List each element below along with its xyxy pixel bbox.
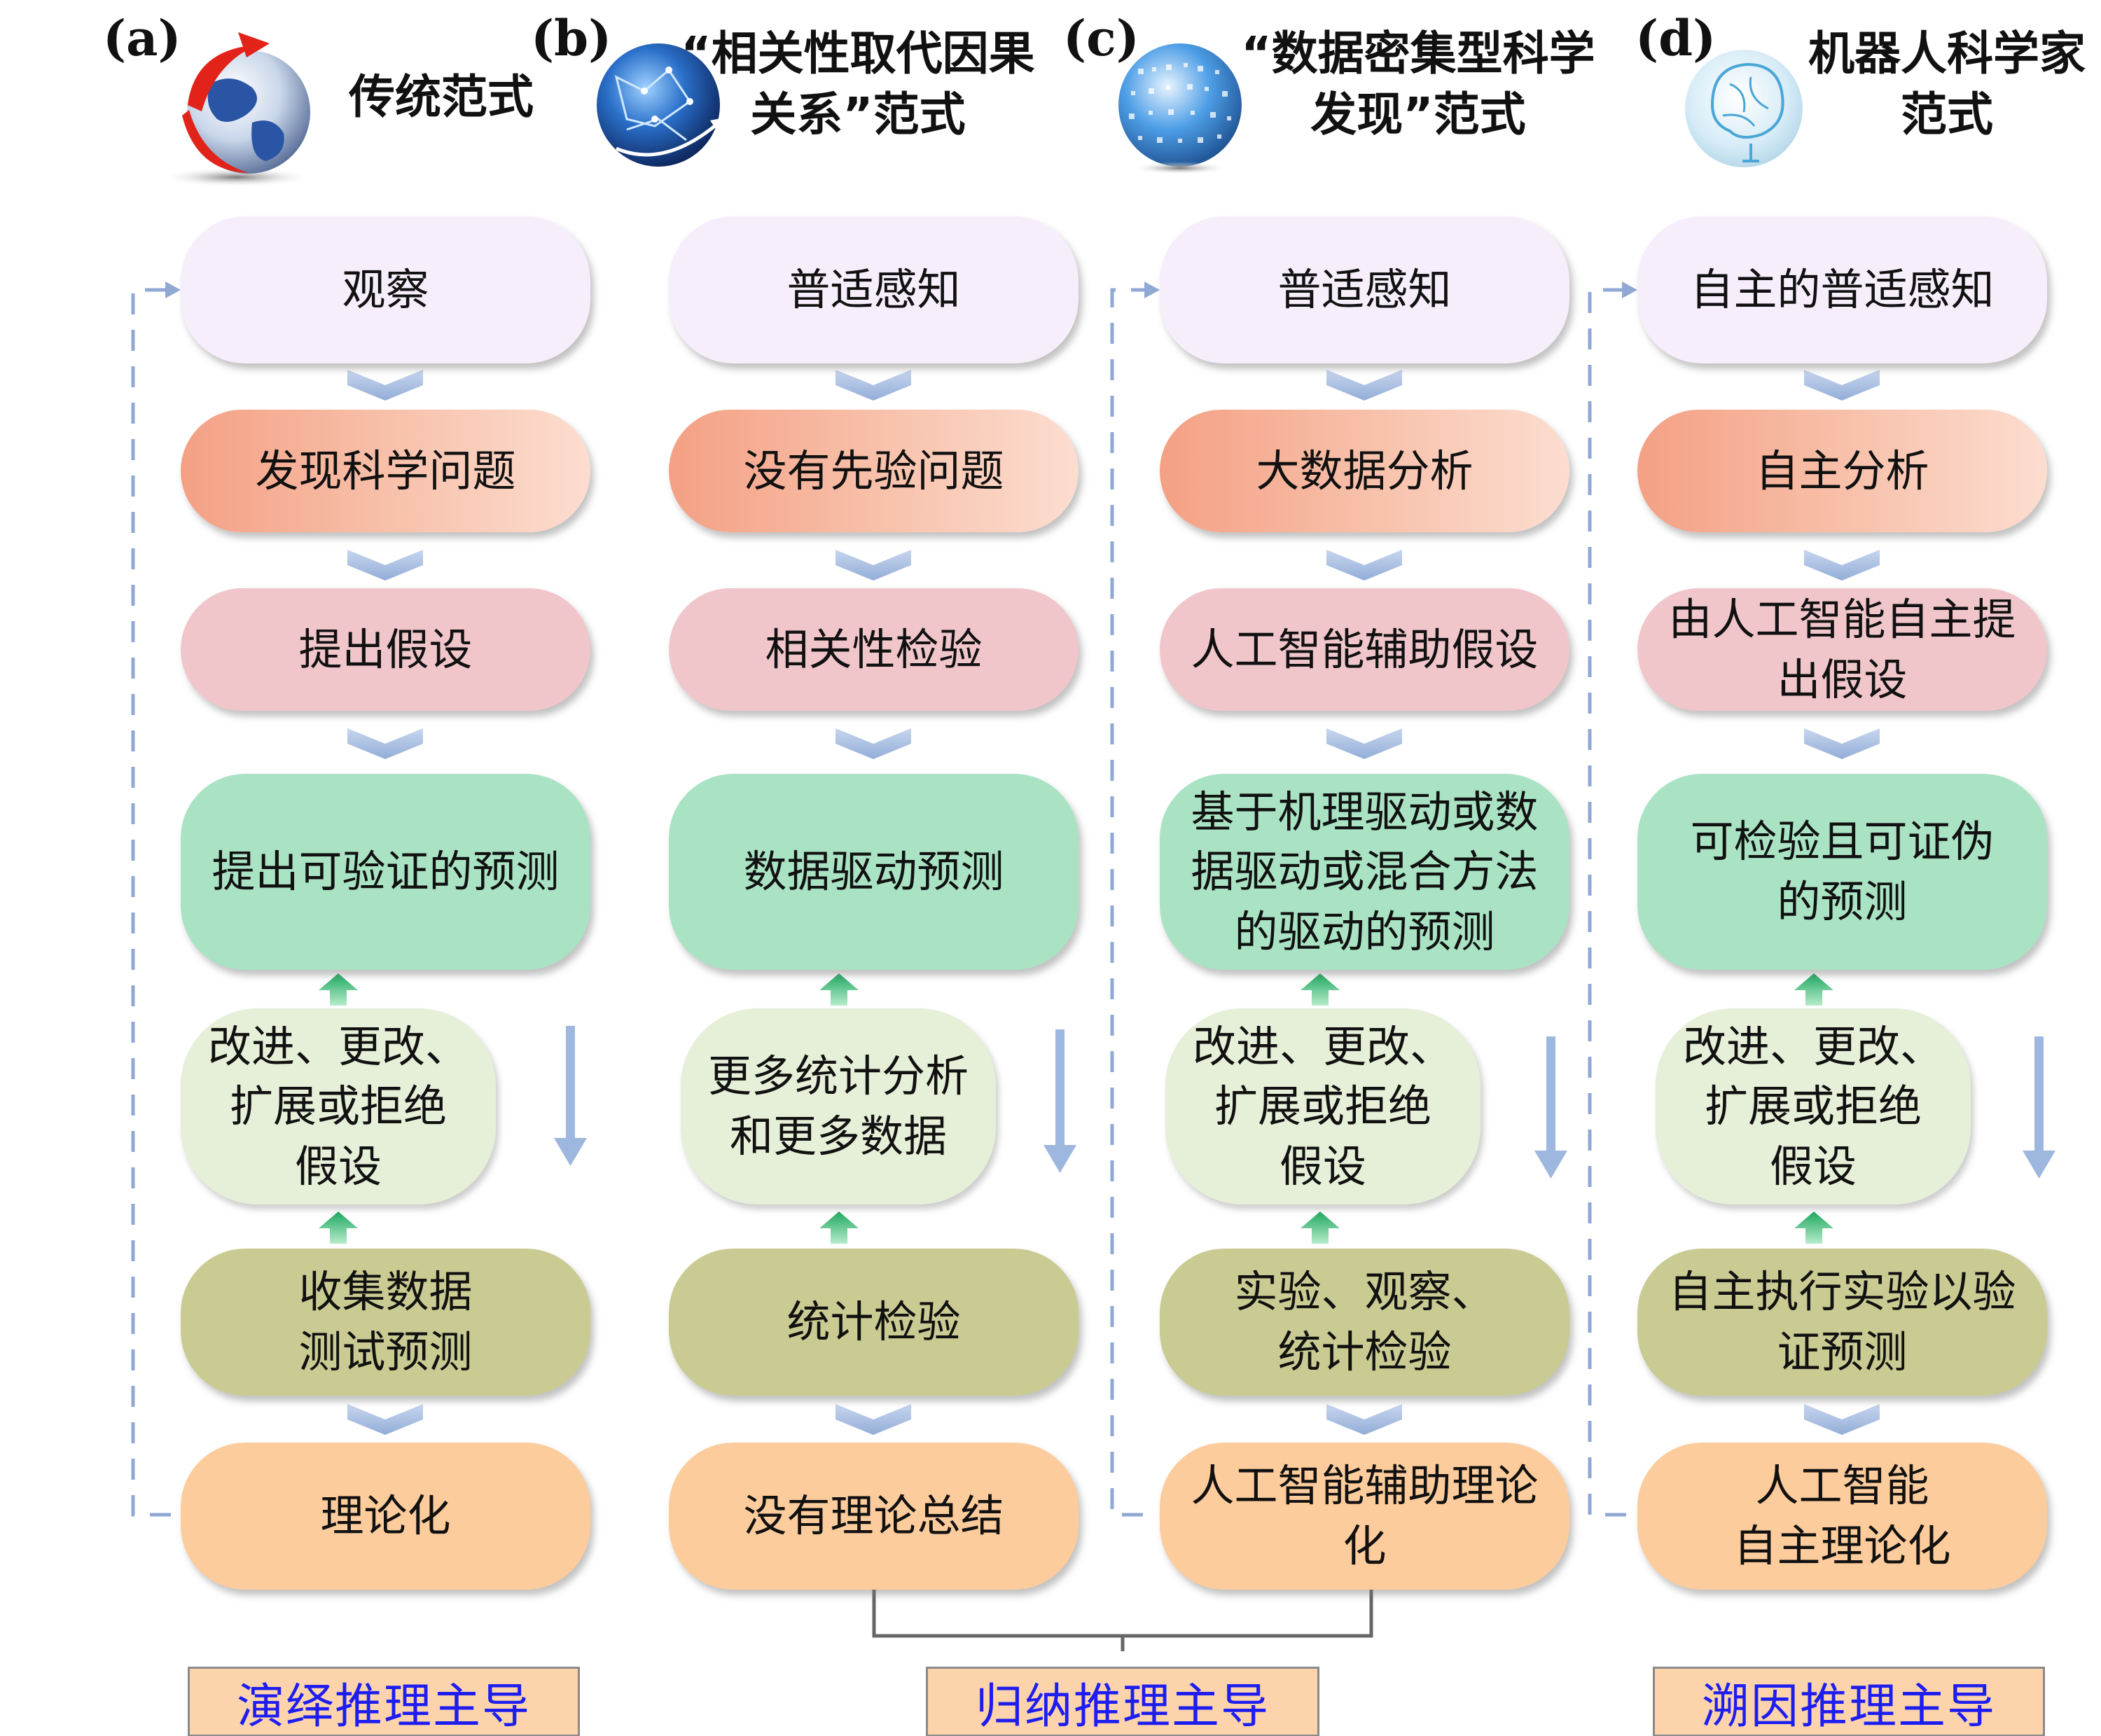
node-hypothesis-a: 提出假设	[181, 588, 590, 711]
node-revise-d: 改进、更改、 扩展或拒绝 假设	[1656, 1008, 1971, 1204]
node-observe-c: 普适感知	[1160, 216, 1569, 363]
node-observe-a: 观察	[181, 216, 590, 363]
node-theory-d: 人工智能 自主理论化	[1637, 1443, 2047, 1590]
up-arrow-d-1	[1794, 973, 1833, 1006]
chevron-c-4	[1326, 1404, 1402, 1435]
node-problem-d: 自主分析	[1637, 410, 2047, 532]
globe-icon-c	[1118, 43, 1242, 174]
node-theory-b: 没有理论总结	[669, 1443, 1079, 1590]
node-theory-a: 理论化	[181, 1443, 590, 1590]
reasoning-label-abductive: 溯因推理主导	[1653, 1667, 2045, 1736]
paradigm-title-b: “相关性取代因果 关系”范式	[681, 27, 1035, 142]
chevron-d-2	[1804, 550, 1880, 581]
node-problem-a: 发现科学问题	[181, 410, 590, 532]
feedback-loop-d	[1588, 288, 1626, 1517]
chevron-a-2	[347, 550, 423, 581]
chevron-a-3	[347, 728, 423, 759]
up-arrow-d-2	[1794, 1211, 1833, 1244]
node-revise-c: 改进、更改、 扩展或拒绝 假设	[1165, 1008, 1481, 1204]
chevron-a-4	[347, 1404, 423, 1435]
globe-icon-a	[161, 32, 312, 187]
up-arrow-a-1	[319, 973, 358, 1006]
inductive-bracket	[872, 1590, 1373, 1651]
node-problem-b: 没有先验问题	[669, 410, 1079, 532]
up-arrow-b-2	[819, 1211, 859, 1244]
feedback-loop-c	[1110, 288, 1149, 1517]
node-test-c: 实验、观察、 统计检验	[1160, 1249, 1569, 1396]
up-arrows	[319, 973, 1833, 1244]
node-test-d: 自主执行实验以验 证预测	[1637, 1249, 2047, 1396]
feedback-loops	[131, 288, 1626, 1517]
chevron-b-2	[835, 550, 911, 581]
globe-icon-b	[597, 43, 724, 167]
reasoning-label-deductive: 演绎推理主导	[188, 1667, 580, 1736]
node-revise-a: 改进、更改、 扩展或拒绝 假设	[181, 1008, 496, 1204]
down-arrows	[554, 1026, 2055, 1179]
paradigm-letter-a: (a)	[103, 9, 181, 67]
up-arrow-c-1	[1301, 973, 1340, 1006]
chevron-d-1	[1804, 370, 1880, 401]
chevron-c-3	[1326, 728, 1402, 759]
node-hypothesis-c: 人工智能辅助假设	[1160, 588, 1569, 711]
chevron-c-2	[1326, 550, 1402, 581]
flow-chevrons	[347, 370, 1880, 1435]
up-arrow-a-2	[319, 1211, 358, 1244]
feedback-loop-a	[131, 288, 171, 1517]
node-hypothesis-b: 相关性检验	[669, 588, 1079, 711]
node-prediction-d: 可检验且可证伪 的预测	[1637, 774, 2047, 970]
reasoning-label-inductive: 归纳推理主导	[926, 1667, 1319, 1736]
node-observe-d: 自主的普适感知	[1637, 216, 2047, 363]
paradigm-letter-c: (c)	[1063, 9, 1139, 67]
node-hypothesis-d: 由人工智能自主提 出假设	[1637, 588, 2047, 711]
paradigm-title-a: 传统范式	[349, 70, 534, 124]
chevron-b-4	[835, 1404, 911, 1435]
node-prediction-c: 基于机理驱动或数 据驱动或混合方法 的驱动的预测	[1160, 774, 1569, 970]
paradigm-letter-b: (b)	[531, 9, 612, 67]
node-revise-b: 更多统计分析 和更多数据	[681, 1008, 996, 1204]
chevron-c-1	[1326, 370, 1402, 401]
node-observe-b: 普适感知	[669, 216, 1079, 363]
node-prediction-b: 数据驱动预测	[669, 774, 1079, 970]
node-theory-c: 人工智能辅助理论 化	[1160, 1443, 1569, 1590]
up-arrow-c-2	[1301, 1211, 1340, 1244]
up-arrow-b-1	[819, 973, 859, 1006]
feedback-arrowheads	[165, 282, 1637, 298]
chevron-d-3	[1804, 728, 1880, 759]
node-prediction-a: 提出可验证的预测	[181, 774, 590, 970]
paradigm-title-c: “数据密集型科学 发现”范式	[1241, 27, 1595, 142]
chevron-b-1	[835, 370, 911, 401]
chevron-d-4	[1804, 1404, 1880, 1435]
brain-globe-icon-d	[1685, 50, 1803, 167]
chevron-b-3	[835, 728, 911, 759]
paradigm-title-d: 机器人科学家 范式	[1808, 27, 2086, 142]
node-test-a: 收集数据 测试预测	[181, 1249, 590, 1396]
node-problem-c: 大数据分析	[1160, 410, 1569, 532]
node-test-b: 统计检验	[669, 1249, 1079, 1396]
paradigm-letter-d: (d)	[1635, 9, 1717, 67]
chevron-a-1	[347, 370, 423, 401]
